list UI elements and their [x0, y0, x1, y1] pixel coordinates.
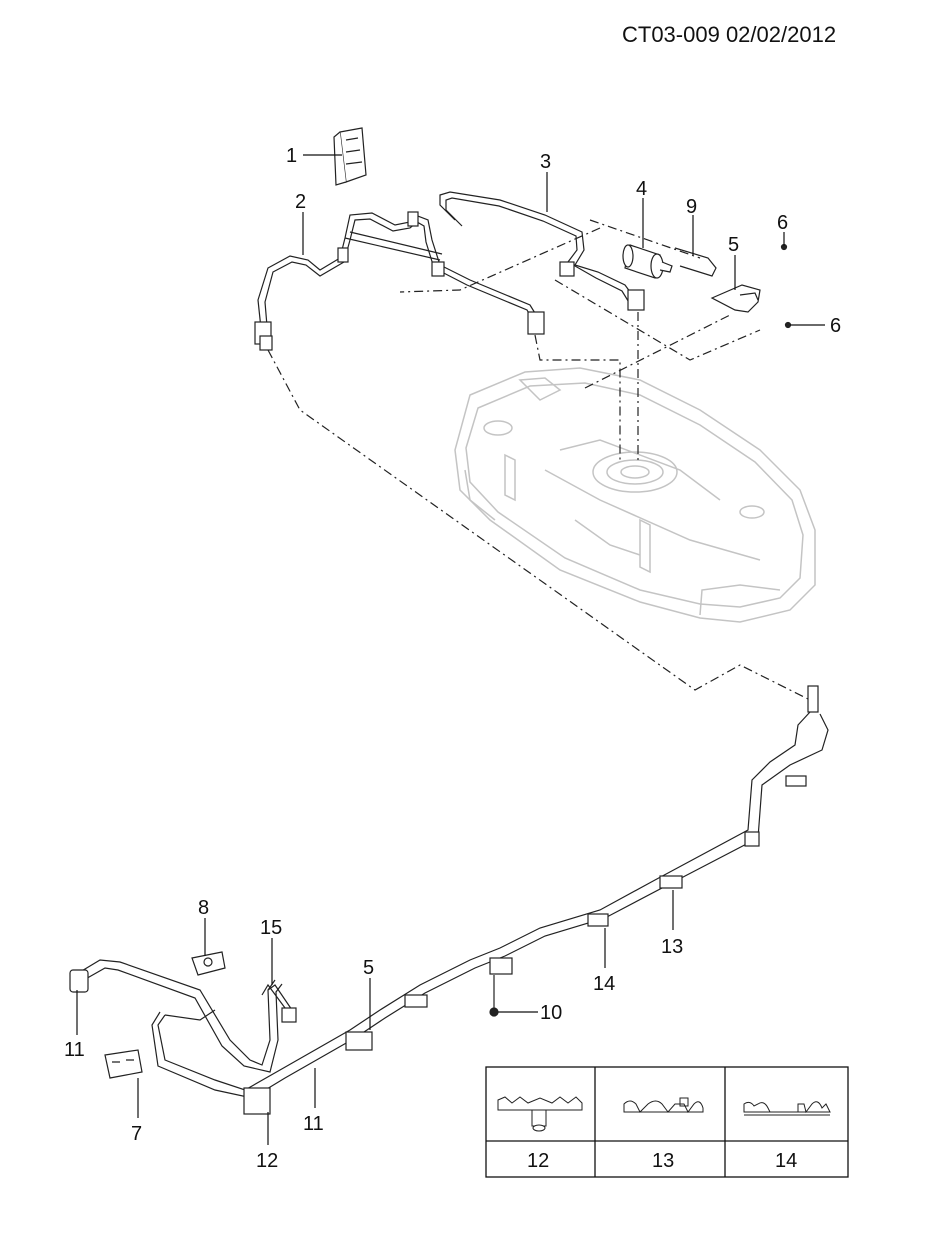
callout-4: 4 — [636, 178, 647, 200]
fuel-tank — [454, 367, 816, 623]
bolt-10 — [489, 975, 499, 1017]
main-fuel-lines — [69, 685, 829, 1099]
callout-5-upper: 5 — [728, 234, 739, 256]
legend-cell-14: 14 — [775, 1150, 797, 1172]
callout-11-left: 11 — [64, 1039, 85, 1061]
callout-6-lower: 6 — [830, 315, 841, 337]
grommet-8 — [191, 951, 226, 976]
document-code: CT03-009 02/02/2012 — [622, 22, 837, 47]
callout-1: 1 — [286, 145, 297, 167]
callout-13: 13 — [661, 936, 683, 958]
callout-14: 14 — [593, 973, 615, 995]
line-clips — [243, 775, 807, 1115]
legend-cell-13: 13 — [652, 1150, 674, 1172]
clip-1 — [333, 127, 367, 186]
clip-14-icon — [743, 1101, 831, 1116]
callout-11-lower: 11 — [303, 1113, 324, 1135]
legend-cell-12: 12 — [527, 1150, 549, 1172]
strap-9 — [674, 247, 717, 277]
clip-12-icon — [497, 1096, 583, 1132]
callout-labels: 1 2 3 4 9 5 6 6 8 15 5 10 14 13 11 11 7 … — [64, 145, 841, 1172]
callout-10: 10 — [540, 1002, 562, 1024]
callout-7: 7 — [131, 1123, 142, 1145]
tube-2 — [254, 211, 545, 351]
callout-9: 9 — [686, 196, 697, 218]
clip-legend-table: 12 13 14 — [485, 1066, 849, 1178]
clip-13-icon — [623, 1097, 704, 1113]
callout-2: 2 — [295, 191, 306, 213]
callout-15: 15 — [260, 917, 282, 939]
callout-leaders — [76, 154, 825, 1145]
callout-6-upper: 6 — [777, 212, 788, 234]
fuel-filter-4 — [622, 244, 673, 279]
tube-3 — [344, 191, 645, 311]
callout-8: 8 — [198, 897, 209, 919]
clip-7 — [104, 1049, 143, 1079]
bracket-5 — [710, 243, 792, 329]
leader-lines — [267, 219, 811, 701]
callout-5-lower: 5 — [363, 957, 374, 979]
callout-3: 3 — [540, 151, 551, 173]
callout-12: 12 — [256, 1150, 278, 1172]
